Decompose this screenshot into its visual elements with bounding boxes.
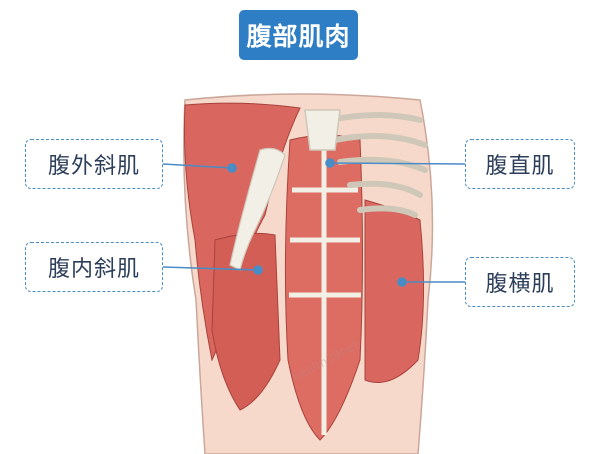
sternum: [304, 109, 341, 151]
label-external-oblique: 腹外斜肌: [25, 139, 163, 189]
label-transversus-abdominis: 腹横肌: [465, 257, 575, 307]
rib-cage: [327, 112, 428, 218]
page-title: 腹部肌肉: [239, 10, 358, 60]
rectus-tendon-bands: [289, 140, 361, 435]
label-internal-oblique: 腹内斜肌: [25, 242, 163, 292]
label-rectus-abdominis: 腹直肌: [465, 139, 575, 189]
transversus-abdominis-muscle: [364, 199, 425, 383]
leader-lines: [162, 158, 466, 287]
oblique-aponeurosis: [229, 147, 286, 271]
